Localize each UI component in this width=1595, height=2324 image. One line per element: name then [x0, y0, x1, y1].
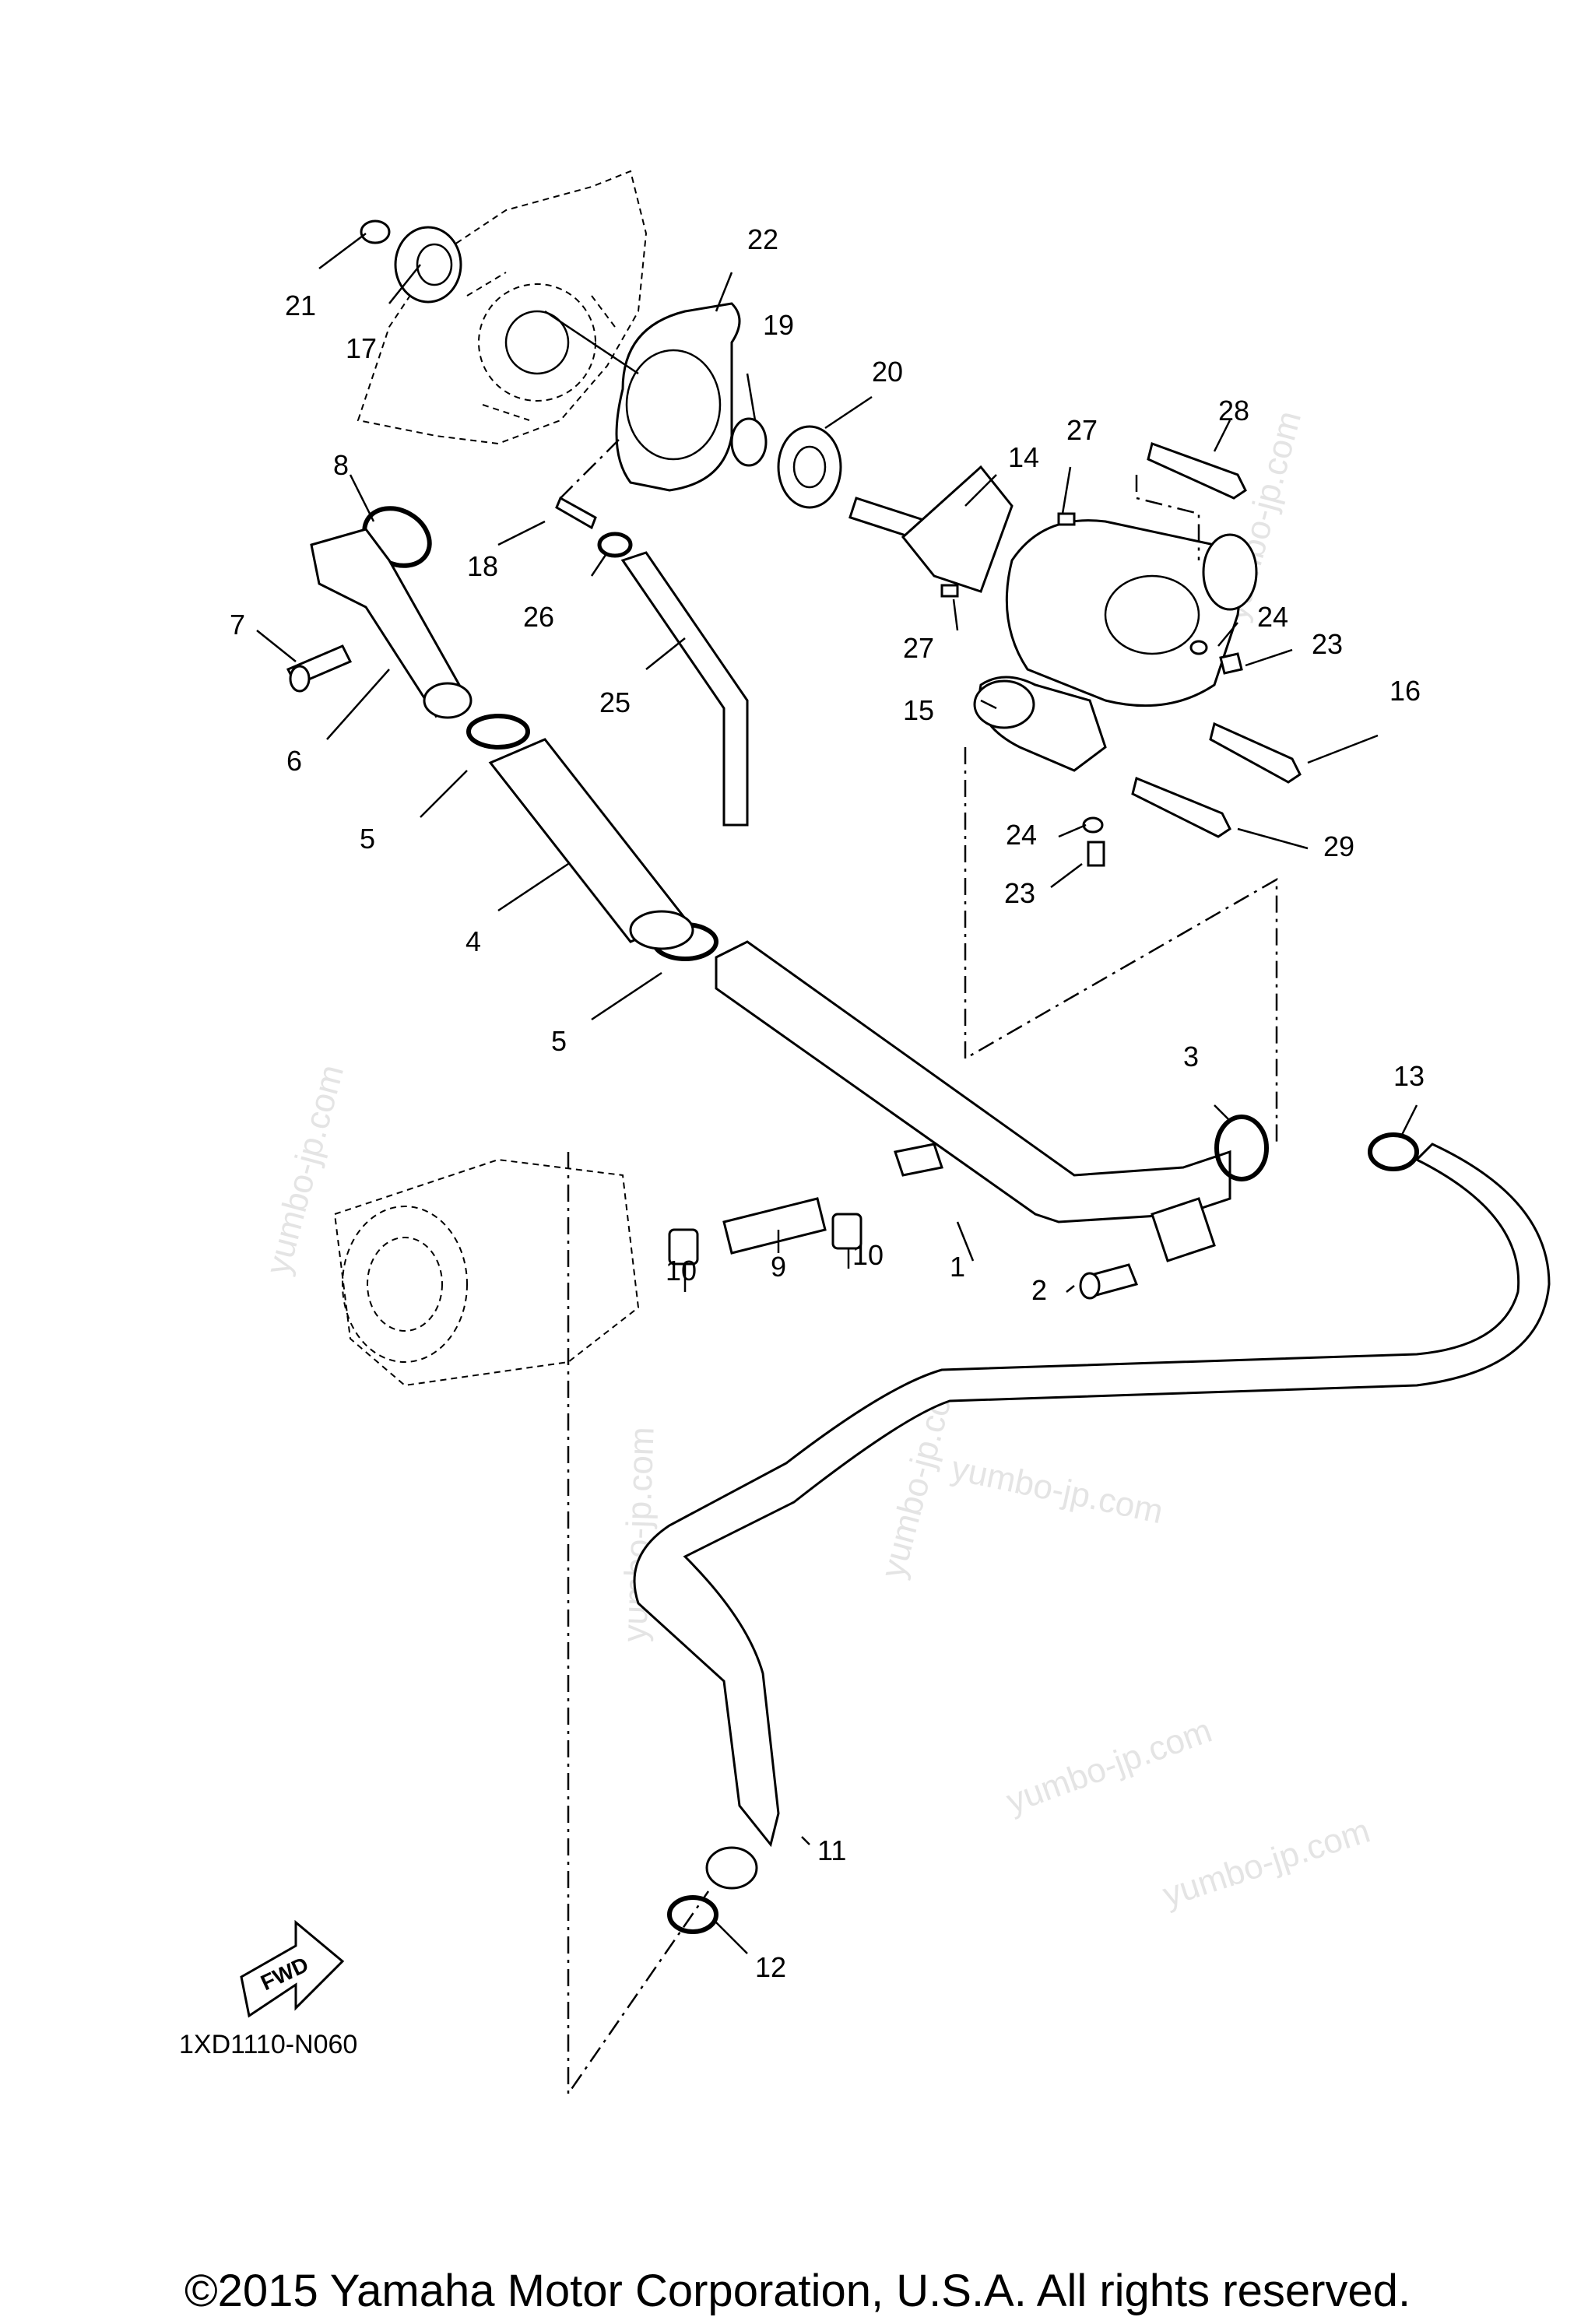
- callout-14: 14: [1008, 441, 1039, 473]
- callout-17: 17: [346, 332, 377, 364]
- callout-5: 5: [360, 823, 375, 855]
- callout-25: 25: [599, 686, 631, 718]
- pipe-stub: [894, 1143, 943, 1177]
- o-ring-3: [1214, 1115, 1269, 1181]
- watermark: yumbo-jp.com: [948, 1449, 1166, 1531]
- long-bolts: [1131, 442, 1302, 838]
- callouts: 1 2 3 4 5 5 6 7 8 9 10 10 11 12 13 14 15…: [230, 223, 1425, 1983]
- fwd-arrow: FWD: [240, 1919, 345, 2018]
- pin-18: [555, 496, 597, 530]
- callout-18: 18: [467, 550, 498, 582]
- callout-15: 15: [903, 694, 934, 726]
- callout-26: 26: [523, 601, 554, 633]
- callout-10: 10: [666, 1255, 697, 1287]
- seals: [730, 417, 842, 509]
- watermark: yumbo-jp.com: [1002, 1711, 1217, 1821]
- callout-6: 6: [286, 745, 302, 777]
- hose-11: [633, 1143, 1551, 1848]
- hose-clamp-26: [597, 532, 633, 558]
- hose-clamp-13: [1368, 1132, 1419, 1171]
- callout-16: 16: [1389, 675, 1421, 707]
- callout-20: 20: [872, 356, 903, 388]
- fittings: [668, 1197, 862, 1266]
- callout-28: 28: [1218, 395, 1249, 427]
- callout-27: 27: [1066, 414, 1098, 446]
- callout-22: 22: [747, 223, 778, 255]
- callout-9: 9: [771, 1251, 786, 1283]
- impeller-shaft: [848, 465, 1014, 593]
- callout-23: 23: [1004, 877, 1035, 909]
- callout-12: 12: [755, 1951, 786, 1983]
- hose-11-end: [705, 1846, 758, 1890]
- copyright-notice: ©2015 Yamaha Motor Corporation, U.S.A. A…: [184, 2266, 1411, 2316]
- callout-10: 10: [852, 1239, 884, 1271]
- callout-13: 13: [1393, 1060, 1425, 1092]
- bearing-and-circlip: [360, 219, 462, 304]
- coolant-pipe-6: [286, 528, 473, 719]
- diagram-code: 1XD1110-N060: [179, 2030, 358, 2059]
- callout-8: 8: [333, 449, 349, 481]
- callout-23: 23: [1312, 628, 1343, 660]
- hose-clamp-5: [466, 714, 530, 750]
- water-pump-housing: [973, 519, 1258, 772]
- watermark: yumbo-jp.com: [258, 1061, 351, 1279]
- coolant-pipe-1: [715, 940, 1231, 1223]
- hose-4-end: [629, 910, 694, 950]
- callout-1: 1: [950, 1251, 965, 1283]
- callout-7: 7: [230, 609, 245, 641]
- callout-24: 24: [1006, 819, 1037, 851]
- callout-5: 5: [551, 1025, 567, 1057]
- watermark: yumbo-jp.com: [1158, 1812, 1375, 1915]
- pipe-flange: [1151, 1197, 1216, 1262]
- callout-4: 4: [466, 925, 481, 957]
- callout-2: 2: [1031, 1274, 1047, 1306]
- oil-filter: [333, 1158, 640, 1387]
- engine-case: [357, 170, 648, 445]
- hose-clamp-12: [667, 1895, 718, 1934]
- callout-21: 21: [285, 290, 316, 321]
- callout-11: 11: [817, 1834, 846, 1866]
- callout-29: 29: [1323, 830, 1354, 862]
- callout-19: 19: [763, 309, 794, 341]
- callout-27: 27: [903, 632, 934, 664]
- callout-24: 24: [1257, 601, 1288, 633]
- leader-lines: [256, 233, 1418, 1954]
- callout-3: 3: [1183, 1041, 1199, 1072]
- assembly-lines: [560, 435, 1278, 2098]
- breather-hose-25: [620, 551, 749, 827]
- fasteners: [940, 512, 1243, 867]
- gasket: [544, 302, 741, 492]
